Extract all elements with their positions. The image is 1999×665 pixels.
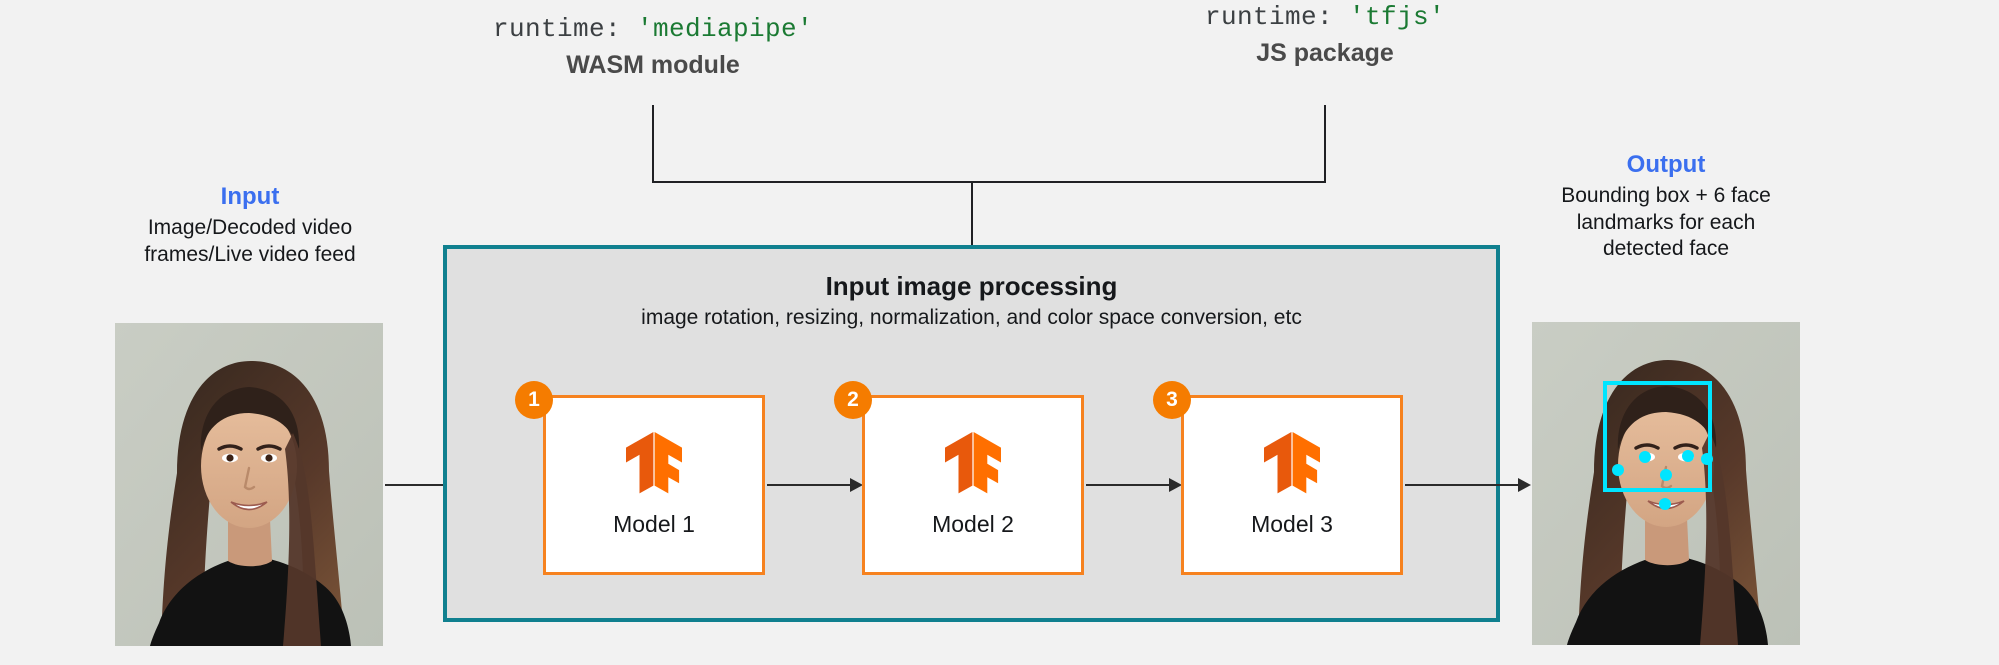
runtime-kind-tfjs: JS package <box>1256 39 1394 67</box>
output-description-line3: detected face <box>1602 237 1730 261</box>
input-description-line1: Image/Decoded video <box>147 216 353 239</box>
model-label-1: Model 1 <box>613 511 695 537</box>
arrow-shaft <box>1405 484 1518 486</box>
input-label-group: Input Image/Decoded video frames/Live vi… <box>65 182 435 268</box>
landmark-left-ear <box>1612 464 1624 476</box>
model-label-2: Model 2 <box>932 511 1014 537</box>
landmark-nose-tip <box>1660 469 1672 481</box>
arrow-shaft <box>767 484 850 486</box>
arrow-processing-to-output <box>1405 474 1531 496</box>
runtime-key-tfjs: runtime: <box>1204 2 1333 32</box>
runtime-value-tfjs: 'tfjs' <box>1349 2 1446 32</box>
runtime-value-mediapipe: 'mediapipe' <box>637 14 814 44</box>
arrow-model2-to-model3 <box>1086 474 1182 496</box>
face-bounding-box <box>1603 381 1712 492</box>
bracket-crossbar <box>652 181 1326 183</box>
runtime-code-mediapipe: runtime: 'mediapipe' <box>393 14 913 44</box>
tensorflow-logo-svg-1 <box>626 432 682 494</box>
model-badge-2: 2 <box>834 381 872 419</box>
processing-subtitle: image rotation, resizing, normalization,… <box>641 306 1302 329</box>
tensorflow-logo-icon-3 <box>1184 432 1400 494</box>
input-title: Input <box>220 183 280 210</box>
output-photo <box>1532 322 1800 645</box>
processing-title: Input image processing <box>825 271 1118 301</box>
input-photo-image <box>115 323 383 646</box>
output-title: Output <box>1626 151 1706 178</box>
arrow-head <box>1518 478 1531 492</box>
tensorflow-logo-icon-2 <box>865 432 1081 494</box>
runtime-annotation-tfjs: runtime: 'tfjs' JS package <box>1065 2 1585 68</box>
landmark-right-eye <box>1682 450 1694 462</box>
runtime-kind-mediapipe: WASM module <box>566 51 740 79</box>
bracket-right-stem <box>1324 105 1326 183</box>
model-card-3[interactable]: Model 3 <box>1181 395 1403 575</box>
arrow-head <box>1169 478 1182 492</box>
landmark-right-ear <box>1701 453 1713 465</box>
output-label-group: Output Bounding box + 6 face landmarks f… <box>1481 150 1851 263</box>
model-label-3: Model 3 <box>1251 511 1333 537</box>
runtime-code-tfjs: runtime: 'tfjs' <box>1065 2 1585 32</box>
output-description-line2: landmarks for each <box>1576 210 1756 234</box>
landmark-left-eye <box>1639 451 1651 463</box>
runtime-key-mediapipe: runtime: <box>492 14 621 44</box>
model-card-2[interactable]: Model 2 <box>862 395 1084 575</box>
runtime-annotation-mediapipe: runtime: 'mediapipe' WASM module <box>393 14 913 80</box>
output-photo-image <box>1532 322 1800 645</box>
model-card-1[interactable]: Model 1 <box>543 395 765 575</box>
tensorflow-logo-svg-3 <box>1264 432 1320 494</box>
landmark-mouth-center <box>1659 498 1671 510</box>
tensorflow-logo-icon-1 <box>546 432 762 494</box>
model-badge-1: 1 <box>515 381 553 419</box>
bracket-drop-stem <box>971 181 973 245</box>
arrow-model1-to-model2 <box>767 474 863 496</box>
arrow-head <box>850 478 863 492</box>
model-badge-3: 3 <box>1153 381 1191 419</box>
tensorflow-logo-svg-2 <box>945 432 1001 494</box>
input-description-line2: frames/Live video feed <box>144 242 356 266</box>
bracket-left-stem <box>652 105 654 183</box>
output-description-line1: Bounding box + 6 face <box>1561 184 1771 207</box>
arrow-shaft <box>1086 484 1169 486</box>
input-photo <box>115 323 383 646</box>
